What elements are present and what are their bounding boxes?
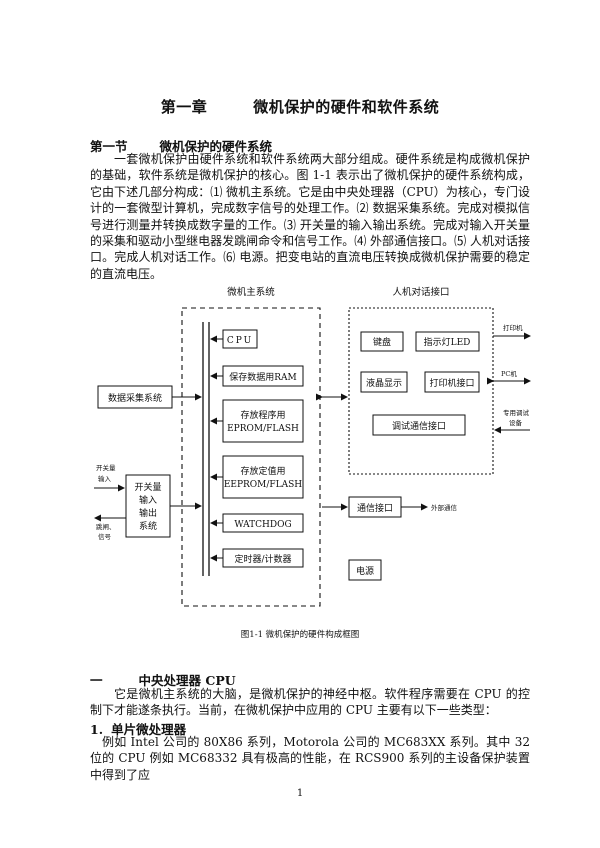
keyboard-label: 键盘 — [373, 336, 391, 348]
keyboard-box — [360, 331, 404, 352]
chapter-heading: 第一章 微机保护的硬件和软件系统 — [0, 96, 600, 117]
led-box — [415, 331, 480, 352]
figure-caption: 图1-1 微机保护的硬件构成框图 — [241, 629, 359, 640]
switch-io-label-4: 系统 — [139, 520, 157, 532]
main-system-boundary — [181, 307, 321, 607]
switch-input-label-2: 输入 — [98, 474, 112, 483]
switch-io-label-2: 输入 — [139, 494, 157, 506]
cpu-section-heading: 一 中央处理器 CPU — [90, 670, 236, 689]
switch-io-label-1: 开关量 — [134, 481, 161, 493]
hardware-block-diagram: 微机主系统 人机对话接口 CPU 保存数据用RAM 存放程序用 EPROM/FL… — [94, 286, 531, 640]
cpu-paragraph: 它是微机主系统的大脑，是微机保护的神经中枢。软件程序需要在 CPU 的控制下才能… — [90, 687, 530, 718]
eeprom-label-line2: EEPROM/FLASH — [224, 480, 302, 490]
lcd-label: 液晶显示 — [366, 377, 402, 389]
chapter-title: 微机保护的硬件和软件系统 — [253, 98, 440, 116]
printer-port-box — [424, 371, 480, 393]
section-number: 第一节 — [90, 139, 128, 154]
trip-signal-label-1: 跳闸、 — [96, 522, 116, 531]
printer-port-label: 打印机接口 — [429, 377, 474, 389]
hmi-label: 人机对话接口 — [392, 286, 449, 298]
printer-label: 打印机 — [503, 323, 523, 332]
main-system-label: 微机主系统 — [227, 286, 275, 298]
page-number: 1 — [296, 788, 304, 799]
power-label: 电源 — [356, 565, 374, 577]
timer-label: 定时器/计数器 — [234, 553, 291, 565]
chapter-number: 第一章 — [160, 98, 208, 116]
lcd-box — [360, 371, 408, 393]
single-chip-heading: 1. 单片微处理器 — [90, 719, 186, 738]
comm-port-label: 通信接口 — [357, 502, 393, 514]
pc-label: PC机 — [501, 369, 517, 378]
single-chip-paragraph: 例如 Intel 公司的 80X86 系列，Motorola 公司的 MC683… — [90, 735, 530, 782]
ram-label: 保存数据用RAM — [229, 371, 297, 383]
single-chip-number: 1. — [90, 722, 104, 737]
single-chip-title: 单片微处理器 — [111, 722, 187, 737]
hmi-boundary — [348, 307, 494, 475]
trip-signal-label-2: 信号 — [98, 532, 112, 541]
led-label: 指示灯LED — [424, 336, 471, 348]
data-acquisition-label: 数据采集系统 — [108, 392, 162, 404]
power-box — [348, 559, 382, 581]
intro-paragraph: 一套微机保护由硬件系统和软件系统两大部分组成。硬件系统是构成微机保护的基础，软件… — [90, 152, 530, 281]
switch-input-label-1: 开关量 — [96, 463, 116, 472]
cpu-section-title: 中央处理器 CPU — [138, 673, 236, 688]
special-debug-label-2: 设备 — [509, 418, 523, 427]
special-debug-label-1: 专用调试 — [503, 408, 530, 417]
eprom-box — [222, 399, 304, 443]
eprom-label-line1: 存放程序用 — [240, 409, 285, 421]
switch-io-label-3: 输出 — [139, 507, 157, 519]
section-heading: 第一节 微机保护的硬件系统 — [90, 136, 272, 155]
debug-port-box — [372, 414, 466, 436]
external-comm-label: 外部通信 — [431, 503, 458, 512]
cpu-label: CPU — [227, 336, 253, 346]
eeprom-box — [222, 455, 304, 499]
debug-port-label: 调试通信接口 — [392, 420, 446, 432]
cpu-section-number: 一 — [90, 673, 103, 688]
eeprom-label-line1: 存放定值用 — [240, 465, 285, 477]
watchdog-label: WATCHDOG — [234, 520, 291, 530]
section-title: 微机保护的硬件系统 — [159, 139, 273, 154]
eprom-label-line2: EPROM/FLASH — [227, 424, 299, 434]
